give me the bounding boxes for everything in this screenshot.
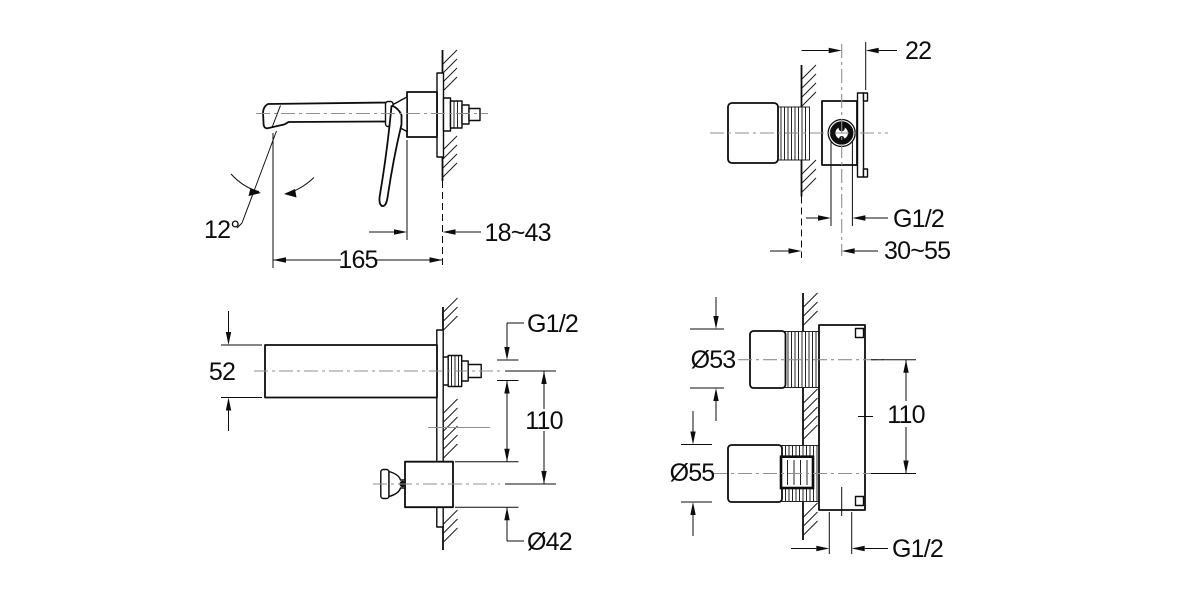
dim-spout-reach (272, 133, 443, 268)
spout-height-label: 52 (209, 358, 235, 386)
wall-hatching (443, 297, 458, 543)
wall-thickness-label: 18~43 (485, 219, 551, 247)
front-view: Ø53 Ø55 110 G1 (670, 292, 944, 563)
install-depth-label: 30~55 (884, 237, 950, 265)
upper-diameter-label: Ø53 (691, 346, 736, 374)
dim-thread (497, 322, 524, 462)
dim-center-distance (505, 370, 556, 485)
dim-thread (806, 142, 888, 226)
plate-offset-label: 22 (905, 37, 931, 65)
valve-cartridge (779, 455, 815, 490)
handle-drum (406, 91, 438, 138)
dim-lower-diameter (681, 411, 712, 536)
angle-annotation (230, 130, 315, 229)
wall-hatching (442, 49, 458, 178)
spout-mouth-line (271, 105, 281, 128)
dim-install-depth (770, 248, 878, 254)
top-view: 22 G1/2 30~55 (710, 37, 951, 265)
body-screw-notch-bottom (854, 495, 865, 507)
dim-plate-offset (801, 42, 897, 90)
dim-upper-diameter (690, 297, 724, 421)
body-screw-notch-top (854, 327, 865, 339)
escutcheon-plate (436, 72, 445, 158)
trim-diameter-label: Ø42 (527, 528, 572, 556)
mounting-plate (856, 92, 869, 178)
dim-spout-height (221, 311, 262, 431)
center-distance-label: 110 (525, 407, 562, 435)
dim-thread (791, 512, 888, 554)
dim-trim-diameter (455, 461, 524, 542)
lever-handle (378, 105, 403, 207)
concealed-body (818, 324, 866, 511)
dim-wall-thickness (369, 140, 481, 268)
angle-label: 12° (204, 216, 239, 244)
wall-hatching (803, 292, 818, 536)
section-view: 52 G1/2 110 (209, 297, 579, 556)
thread-label: G1/2 (893, 205, 944, 233)
thread-label: G1/2 (527, 310, 578, 338)
lower-diameter-label: Ø55 (670, 459, 715, 487)
thread-label: G1/2 (892, 535, 943, 563)
dim-center-distance (871, 359, 916, 474)
spout-reach-label: 165 (338, 246, 377, 274)
wall-hatching (801, 64, 817, 193)
spout (262, 101, 390, 130)
side-view: 12° 18~43 165 (204, 49, 552, 274)
center-distance-label: 110 (887, 401, 924, 429)
escutcheon-plate (436, 329, 444, 528)
supply-connector (442, 97, 481, 132)
